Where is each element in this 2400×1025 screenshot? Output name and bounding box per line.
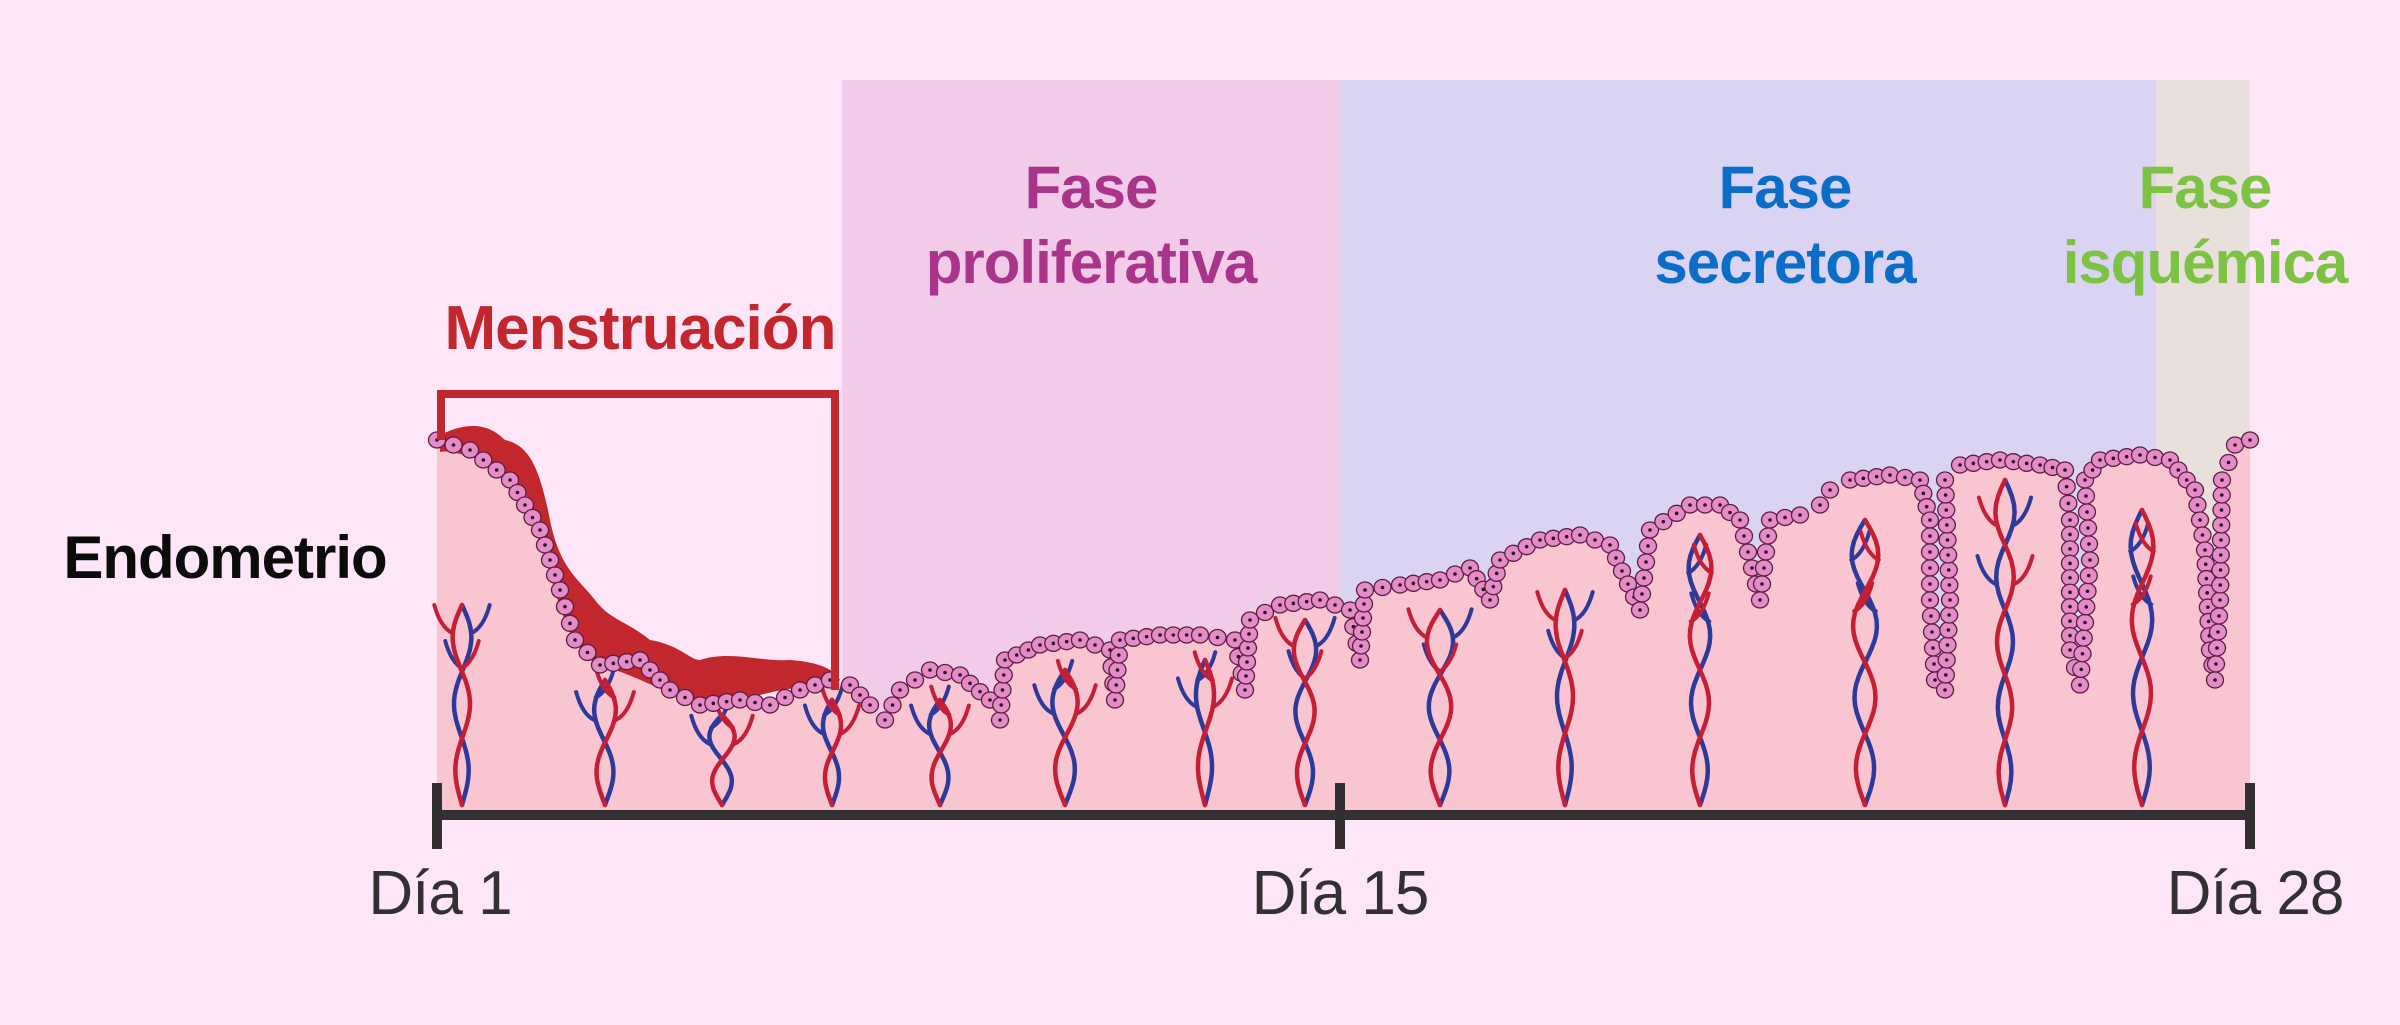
proliferative-phase-line2: proliferativa [925,229,1257,296]
axis-tick [2245,783,2255,849]
endometrium-label: Endometrio [63,524,387,591]
secretory-phase-line1: Fase [1718,154,1853,221]
ischemic-phase-line1: Fase [2138,154,2273,221]
proliferative-phase-title: Fase proliferativa [842,150,1340,300]
epithelial-cell-layer [427,431,2260,729]
ischemic-phase-line2: isquémica [2062,229,2348,296]
menstrual-blood-layer [440,425,840,703]
menstruation-box [437,390,839,690]
day-axis [432,783,2255,849]
spiral-arteries [432,477,2156,808]
day-1-label: Día 1 [368,859,512,928]
secretory-phase-title: Fase secretora [1560,150,2010,300]
menstruation-title: Menstruación [444,294,836,363]
axis-tick [432,783,442,849]
secretory-phase-line2: secretora [1654,229,1916,296]
day-28-label: Día 28 [2166,859,2345,928]
axis-tick [1335,783,1345,849]
proliferative-phase-line1: Fase [1024,154,1159,221]
day-15-label: Día 15 [1251,859,1430,928]
ischemic-phase-title: Fase isquémica [2040,150,2370,300]
